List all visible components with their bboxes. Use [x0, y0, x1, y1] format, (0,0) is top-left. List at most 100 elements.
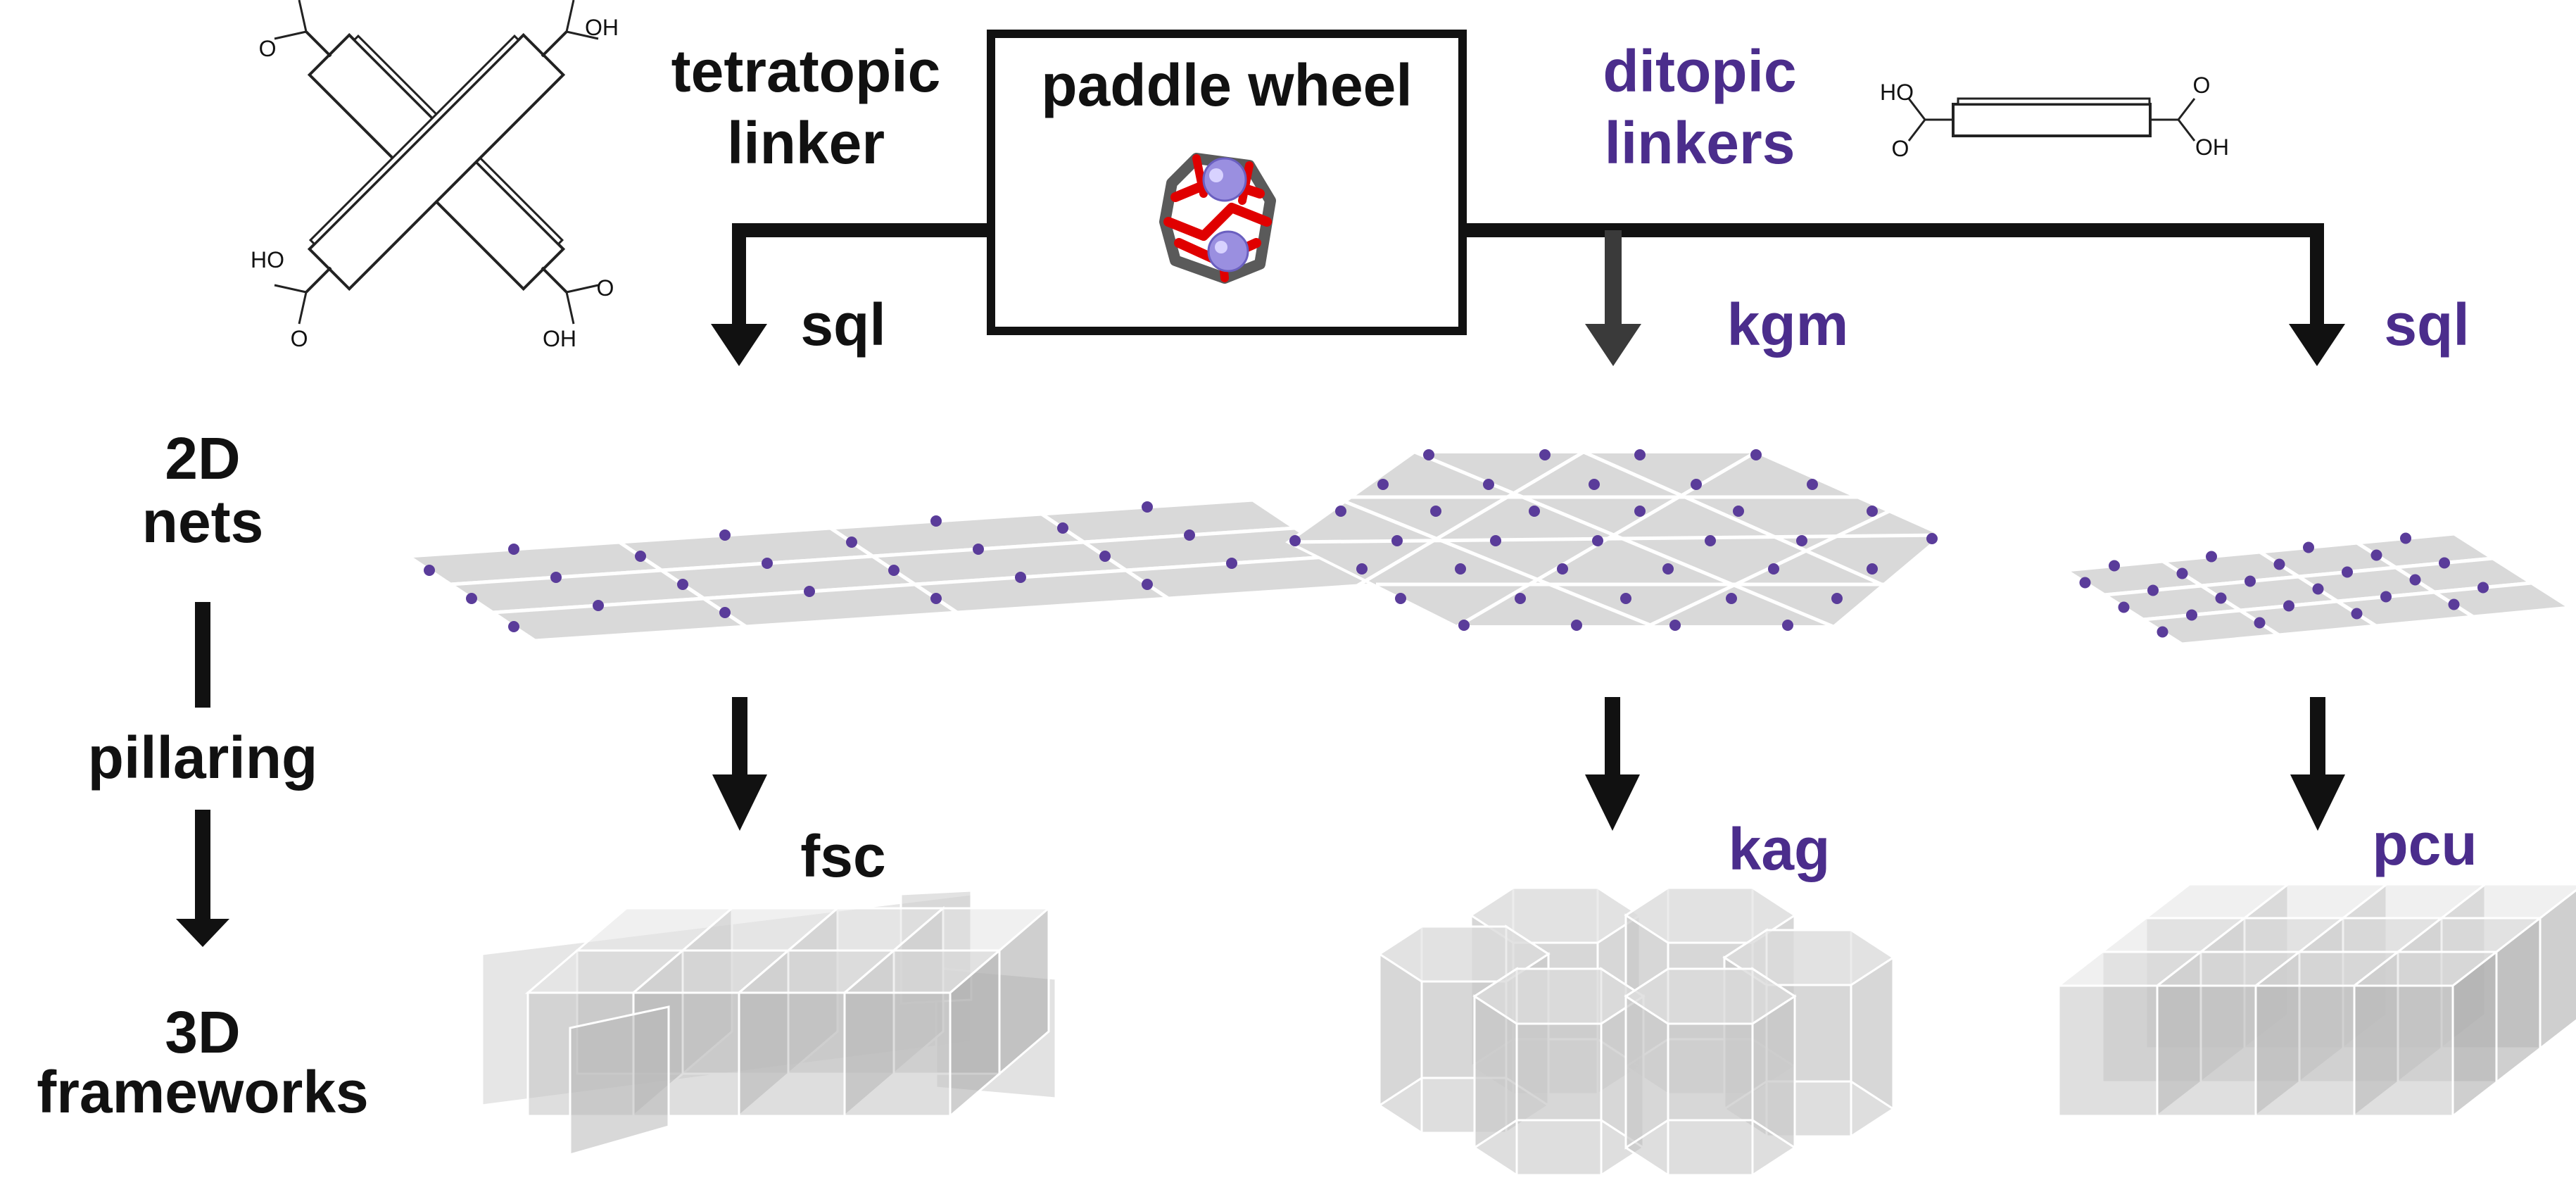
net-node: [424, 565, 435, 576]
net-node: [1807, 479, 1818, 490]
side-nets-label: nets: [142, 489, 264, 555]
pcu-3d-framework: [2055, 882, 2576, 1119]
net-node: [930, 593, 942, 604]
net-node: [1589, 479, 1600, 490]
net-node: [2176, 567, 2188, 579]
net-node: [508, 621, 519, 632]
net-node: [2254, 617, 2266, 629]
framework-label-col2: kag: [1729, 816, 1831, 882]
side-pillaring-label: pillaring: [88, 724, 318, 791]
box-front-face: [2254, 984, 2356, 1117]
net-node: [1423, 449, 1434, 460]
net-cell: [2429, 581, 2576, 619]
hex-prism-top: [1722, 929, 1895, 986]
net-node: [1867, 563, 1878, 575]
net-node: [1539, 449, 1551, 460]
net-node: [1691, 479, 1702, 490]
box-front-face: [843, 991, 952, 1117]
net-node: [719, 529, 731, 541]
net-node: [1592, 535, 1603, 546]
side-frameworks-label: frameworks: [37, 1059, 369, 1125]
net-node: [1705, 535, 1716, 546]
hex-prism-top: [1624, 967, 1797, 1025]
net-node: [1455, 563, 1466, 575]
net-node: [1483, 479, 1494, 490]
net-node: [1782, 620, 1793, 631]
hex-prism-top: [1469, 886, 1642, 944]
net-node: [2283, 600, 2294, 612]
net-label-col1: sql: [800, 291, 885, 358]
net-node: [846, 537, 857, 548]
net-node: [1634, 449, 1646, 460]
net-node: [2477, 582, 2489, 594]
net-node: [719, 607, 731, 618]
net-node: [2448, 598, 2460, 610]
net-node: [1142, 501, 1153, 513]
net-node: [2342, 566, 2353, 578]
net-node: [1377, 479, 1389, 490]
paddle-wheel-box: paddle wheel: [987, 30, 1467, 335]
net-node: [2303, 541, 2314, 553]
net-node: [2312, 583, 2324, 595]
kgm-outline: [1285, 451, 1945, 628]
net-node: [2079, 577, 2091, 589]
pillaring-arrows: [712, 697, 2345, 831]
kgm-edge: [1646, 484, 1944, 629]
net-node: [2380, 591, 2392, 603]
net-node: [1796, 535, 1807, 546]
net-node: [2186, 609, 2197, 621]
framework-label-col3: pcu: [2372, 811, 2477, 877]
net-node: [1099, 551, 1111, 562]
kgm-edge: [1456, 450, 1757, 629]
kgm-2d-net: [1285, 449, 1986, 632]
hex-prism-top: [1472, 967, 1646, 1025]
net-node: [2400, 532, 2411, 544]
framework-label-col1: fsc: [800, 823, 885, 889]
kgm-edge: [1287, 450, 1585, 629]
box-front-face: [2353, 984, 2454, 1117]
cu-paddle-wheel-cluster-icon: [1159, 153, 1276, 284]
net-node: [1662, 563, 1674, 575]
net-node: [1515, 593, 1526, 604]
net-node: [508, 544, 519, 555]
net-node: [1356, 563, 1368, 575]
net-node: [1490, 535, 1501, 546]
net-node: [2118, 601, 2130, 613]
side-down-arrow: [176, 810, 229, 947]
net-node: [2351, 608, 2363, 620]
net-node: [888, 565, 899, 576]
side-connector-line: [195, 602, 210, 708]
net-node: [1557, 563, 1568, 575]
net-node: [1768, 563, 1779, 575]
net-node: [1867, 506, 1878, 517]
net-node: [1926, 533, 1938, 544]
tetratopic-label-line1: tetratopic: [671, 38, 941, 104]
net-node: [1057, 522, 1068, 534]
net-node: [973, 544, 984, 555]
net-node: [466, 593, 477, 604]
chem-o-4: O: [597, 275, 614, 301]
net-label-col3: sql: [2384, 291, 2469, 358]
net-node: [635, 551, 646, 562]
box-front-face: [2156, 984, 2257, 1117]
net-node: [593, 600, 604, 611]
net-node: [1142, 579, 1153, 590]
net-node: [2244, 575, 2256, 587]
fsc-sheet: [569, 1005, 670, 1156]
box-front-face: [2057, 984, 2159, 1117]
chem-o-3: O: [291, 326, 308, 351]
net-node: [550, 572, 562, 583]
net-node: [1015, 572, 1026, 583]
net-node: [1395, 593, 1406, 604]
kgm-edge: [1582, 450, 1986, 632]
net-node: [1391, 535, 1403, 546]
chem-ho-2: HO: [251, 247, 284, 272]
sql-2d-net-left: [403, 498, 1385, 643]
chem-o-1: O: [259, 36, 277, 61]
net-node: [2370, 549, 2382, 561]
ditopic-label-line2: linkers: [1605, 110, 1795, 176]
net-node: [2109, 560, 2120, 572]
side-2d-label: 2D: [165, 425, 240, 491]
side-3d-label: 3D: [165, 999, 240, 1065]
net-node: [2273, 558, 2285, 570]
